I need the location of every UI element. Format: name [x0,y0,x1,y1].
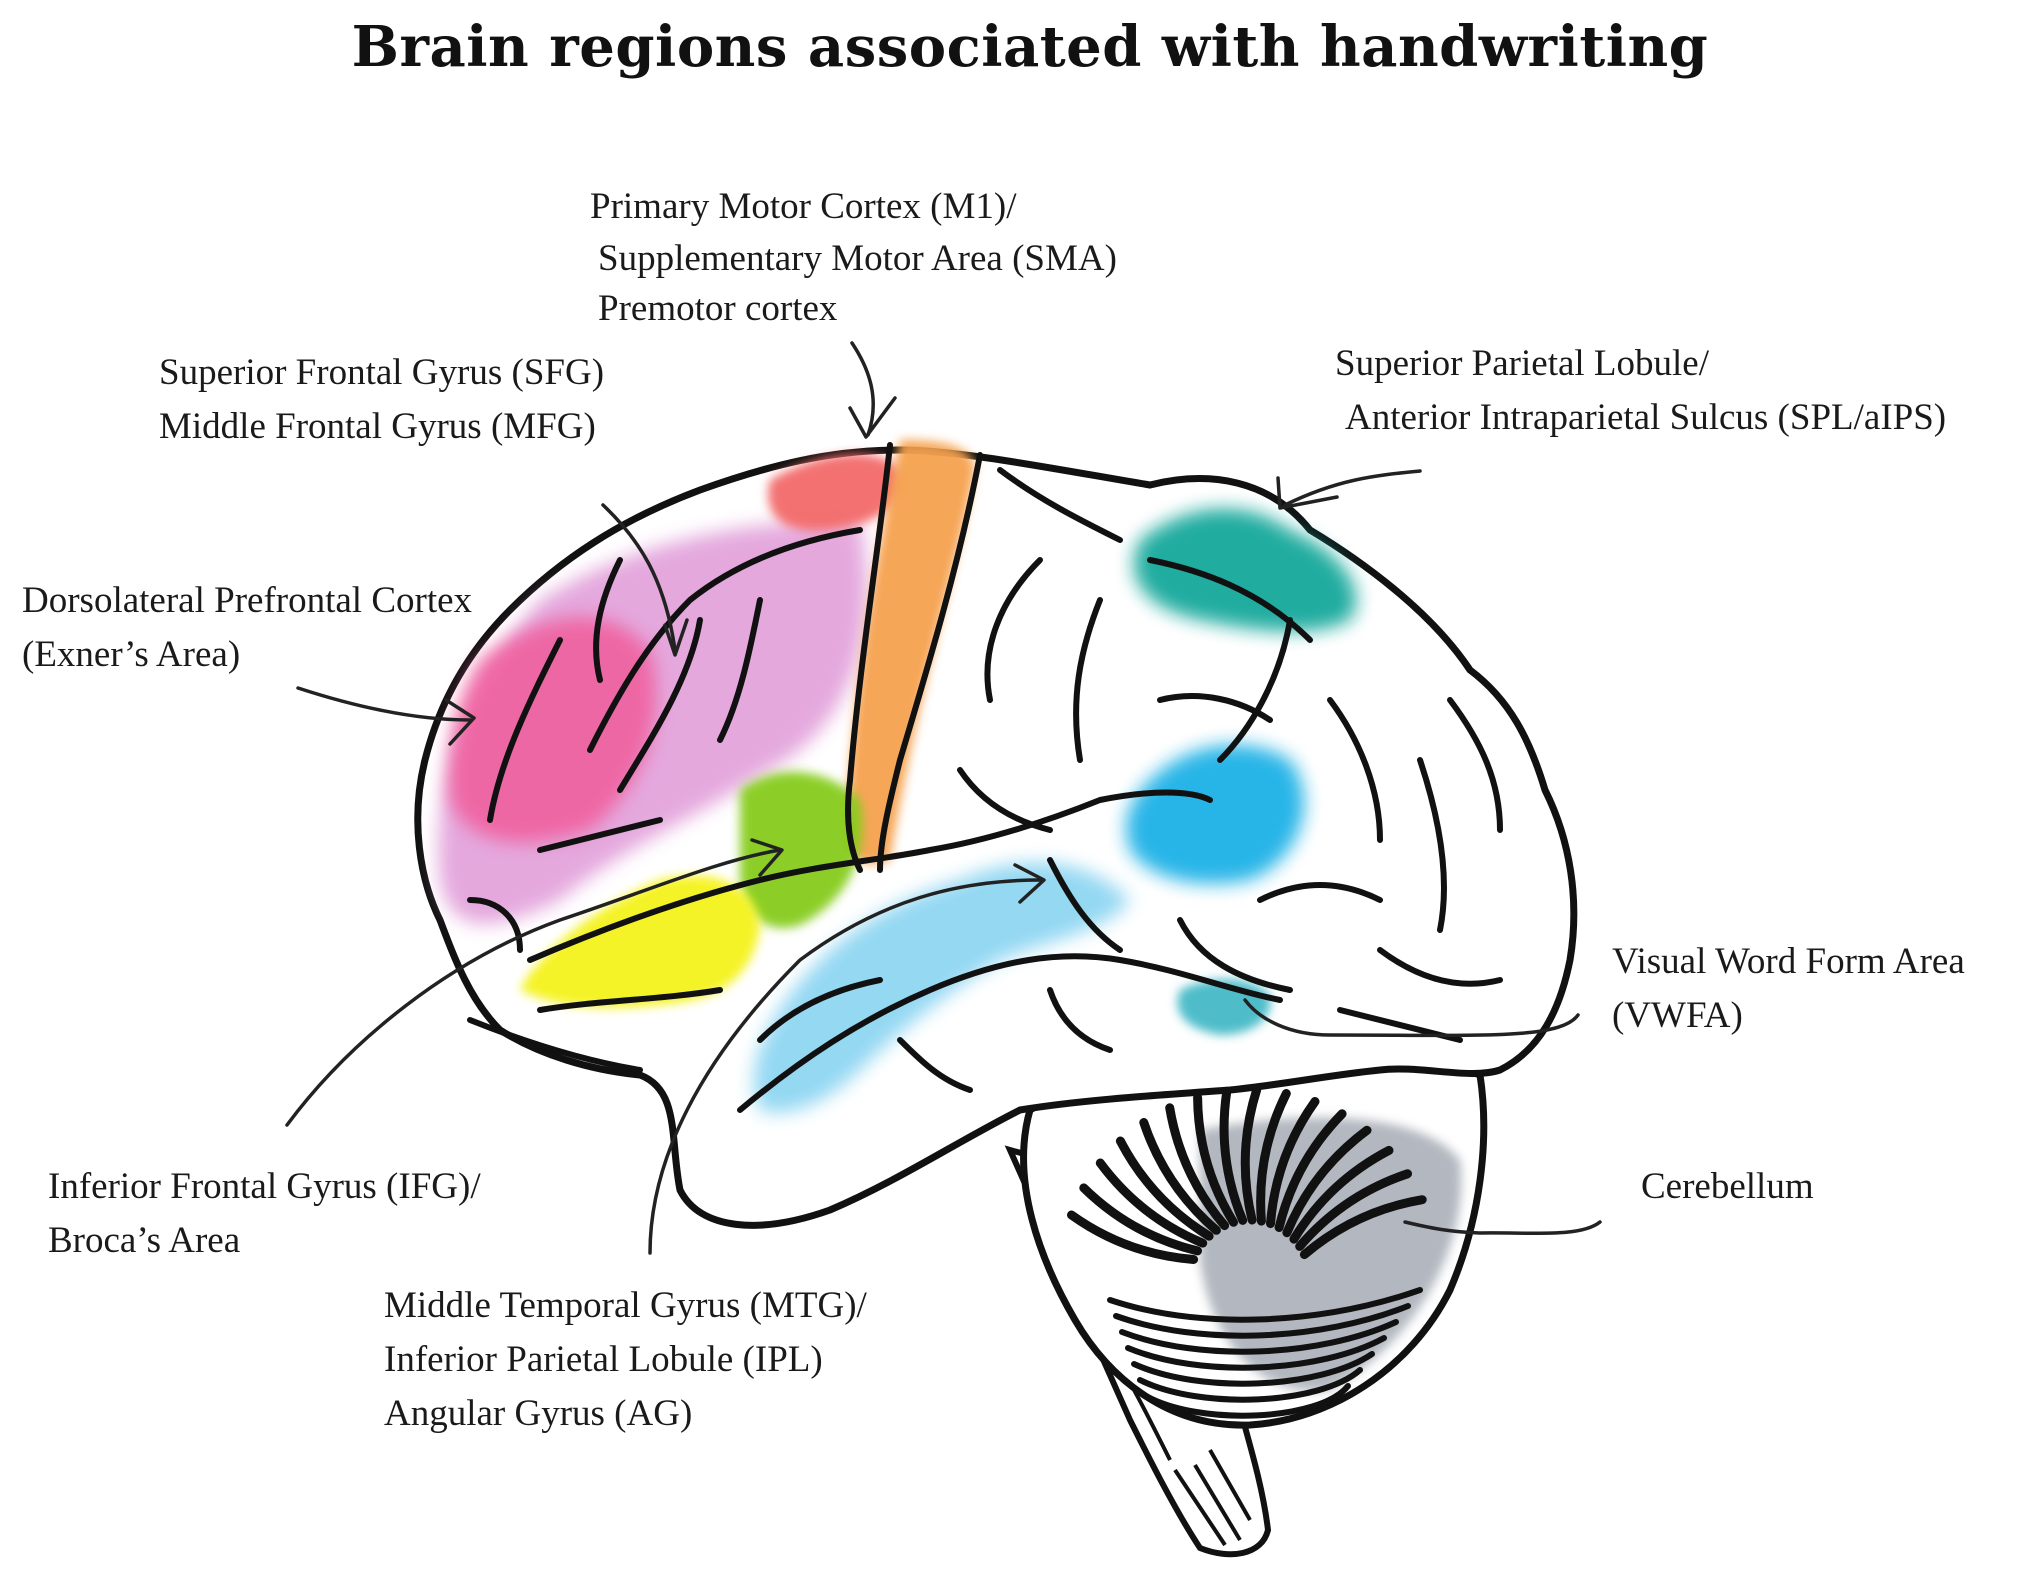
leader-dlpfc [296,686,472,722]
leader-spl [1283,469,1422,507]
cerebellum-folia [1067,1085,1427,1419]
cerebellum-folium [1115,1136,1214,1241]
cerebellum-folium [1289,1145,1394,1244]
cerebellum-folium [1079,1183,1202,1256]
label-vwfa-line-1: Visual Word Form Area [1612,941,1965,982]
arrowhead-mtg [1013,863,1046,904]
arrowhead-dlpfc [444,698,476,746]
label-dlpfc-line-2: (Exner’s Area) [22,634,241,675]
region-premotor [845,440,975,865]
leader-m1 [850,341,875,437]
region-spl [1133,508,1357,632]
label-spl-aips: Superior Parietal Lobule/ Anterior Intra… [1335,337,1946,445]
cerebellum-folium [1240,1085,1262,1225]
cerebellum-folium [1274,1109,1347,1232]
label-spl-line-2: Anterior Intraparietal Sulcus (SPL/aIPS) [1345,397,1947,438]
cerebellum-folium [1143,1383,1351,1419]
cerebellum-folium [1119,1319,1399,1355]
label-dlpfc: Dorsolateral Prefrontal Cortex (Exner’s … [22,574,472,682]
arrowhead-ifg [750,838,784,877]
region-ifg-yellow [520,875,760,1008]
cerebellum-folium [1131,1351,1375,1387]
leader-ifg [285,848,782,1127]
cerebellum-folium [1139,1118,1221,1235]
region-ipl [1126,744,1305,884]
leader-vwfa [1243,998,1580,1038]
label-mtg-line-2: Inferior Parietal Lobule (IPL) [384,1339,823,1380]
cerebellum-folium [1095,1158,1208,1248]
leader-sfg [601,503,677,652]
cerebellum-folium [1282,1125,1372,1238]
cerebellum-folium [1219,1086,1248,1225]
arrowhead-sfg [663,618,689,657]
sulci [467,442,1503,1113]
label-mtg-line-3: Angular Gyrus (AG) [384,1393,693,1434]
cerebellum-folium [1266,1097,1320,1229]
label-m1-line-3: Premotor cortex [598,288,838,329]
leader-mtg [648,878,1042,1255]
arrowhead-m1 [848,396,897,439]
cerebellum-folium [1165,1103,1230,1231]
label-mtg-line-1: Middle Temporal Gyrus (MTG)/ [384,1285,867,1326]
cerebellum-folium [1256,1089,1291,1226]
label-m1-sma-premotor: Primary Motor Cortex (M1)/ Supplementary… [590,180,1117,336]
cerebellum-folium [1137,1367,1363,1403]
label-sfg-line-1: Superior Frontal Gyrus (SFG) [159,352,605,393]
cerebellum-folium [1125,1335,1387,1371]
cerebellum-folium [1107,1287,1423,1323]
leader-cerebellum [1403,1220,1602,1236]
label-m1-line-2: Supplementary Motor Area (SMA) [598,238,1117,279]
label-ifg-broca: Inferior Frontal Gyrus (IFG)/ Broca’s Ar… [48,1160,481,1268]
label-cerebellum: Cerebellum [1641,1160,1814,1214]
label-cerebellum-line-1: Cerebellum [1641,1166,1814,1207]
arrowhead-spl [1276,476,1339,510]
label-ifg-line-2: Broca’s Area [48,1220,241,1261]
leader-lines [285,341,1602,1255]
cerebellum-folium [1113,1303,1411,1339]
cerebellum-folium [1299,1195,1427,1260]
label-dlpfc-line-1: Dorsolateral Prefrontal Cortex [22,580,473,621]
region-m1-sma [768,453,902,531]
label-vwfa: Visual Word Form Area (VWFA) [1612,935,1965,1043]
label-sfg-line-2: Middle Frontal Gyrus (MFG) [159,406,596,447]
cerebellum-folium [1067,1210,1199,1264]
cerebellum-folium [1295,1169,1412,1251]
region-ifg-green [740,771,863,928]
label-ifg-line-1: Inferior Frontal Gyrus (IFG)/ [48,1166,481,1207]
label-spl-line-1: Superior Parietal Lobule/ [1335,343,1710,384]
label-vwfa-line-2: (VWFA) [1612,995,1743,1036]
diagram-title: Brain regions associated with handwritin… [351,14,1709,80]
cerebellum-folium [1193,1092,1238,1227]
label-sfg-mfg: Superior Frontal Gyrus (SFG) Middle Fron… [159,346,604,454]
label-m1-line-1: Primary Motor Cortex (M1)/ [590,186,1017,227]
colored-regions [438,440,1357,1113]
label-mtg-ipl-ag: Middle Temporal Gyrus (MTG)/ Inferior Pa… [384,1279,867,1441]
